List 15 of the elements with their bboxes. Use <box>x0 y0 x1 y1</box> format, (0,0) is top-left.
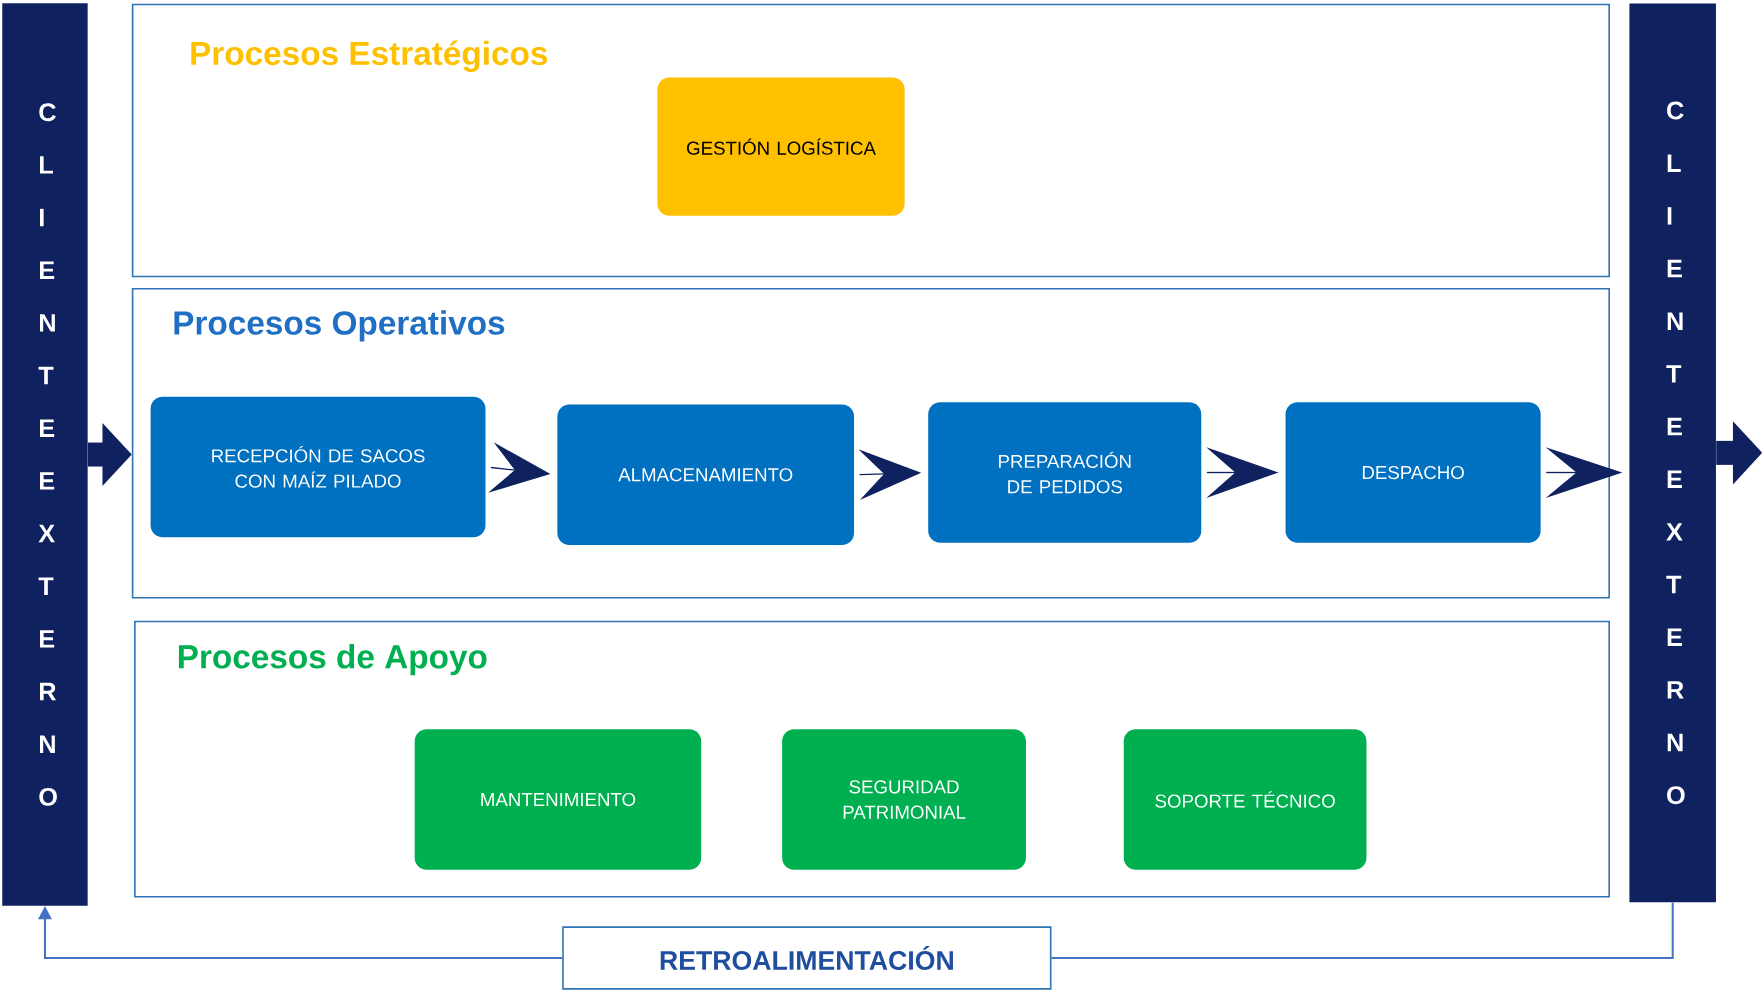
process-box: GESTIÓN LOGÍSTICA <box>657 77 905 216</box>
section-title: Procesos Operativos <box>174 310 505 342</box>
feedback-line <box>1050 901 1674 959</box>
process-box: ALMACENAMIENTO <box>557 404 855 545</box>
process-box: SOPORTE TÉCNICO <box>1123 729 1367 870</box>
vertical-bar: CLIENTE EXTERNO <box>1629 3 1716 903</box>
feedback-box: RETROALIMENTACIÓN <box>562 926 1052 990</box>
section-title: Procesos de Apoyo <box>178 644 487 676</box>
process-box: RECEPCIÓN DE SACOS CON MAÍZ PILADO <box>150 396 486 538</box>
process-box: PREPARACIÓN DE PEDIDOS <box>928 402 1202 543</box>
section-title: Procesos Estratégicos <box>191 40 548 72</box>
process-box: DESPACHO <box>1285 402 1541 543</box>
vertical-bar: CLIENTE EXTERNO <box>2 3 88 906</box>
process-box: MANTENIMIENTO <box>414 729 702 870</box>
process-box: SEGURIDAD PATRIMONIAL <box>782 729 1026 870</box>
